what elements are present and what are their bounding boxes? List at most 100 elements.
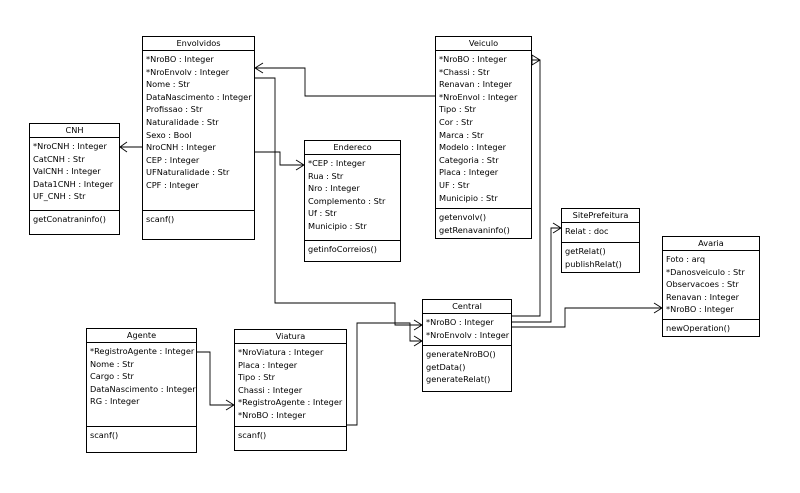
class-avaria[interactable]: Avaria Foto : arq *Danosveiculo : Str Ob… <box>662 236 760 337</box>
attribute: *Danosveiculo : Str <box>666 266 745 277</box>
attribute: *NroBO : Integer <box>666 304 734 315</box>
class-central[interactable]: Central *NroBO : Integer *NroEnvolv : In… <box>422 299 512 392</box>
operation-list: scanf() <box>87 427 196 444</box>
attribute: Profissao : Str <box>146 104 203 115</box>
attribute: DataNascimento : Integer <box>146 91 252 102</box>
operation: newOperation() <box>666 323 731 333</box>
class-name: Viatura <box>235 330 346 344</box>
attribute: Tipo : Str <box>238 372 275 383</box>
attribute: Categoria : Str <box>439 154 499 165</box>
attribute: Sexo : Bool <box>146 129 192 140</box>
attribute: Municipio : Str <box>308 220 367 231</box>
attribute: Cargo : Str <box>90 371 134 382</box>
association-veiculo-envolvidos <box>255 67 435 97</box>
class-name: Central <box>423 300 511 314</box>
attribute: CEP : Integer <box>146 154 200 165</box>
attribute: Rua : Str <box>308 170 344 181</box>
attribute-list: *NroBO : Integer *Chassi : Str Renavan :… <box>436 51 531 209</box>
attribute: NroCNH : Integer <box>146 142 216 153</box>
attribute: Placa : Integer <box>439 167 499 178</box>
association-envolvidos-endereco <box>255 151 304 166</box>
attribute: UF_CNH : Str <box>33 191 86 202</box>
class-envolvidos[interactable]: Envolvidos *NroBO : Integer *NroEnvolv :… <box>142 36 255 240</box>
attribute: Placa : Integer <box>238 359 298 370</box>
attribute: Cor : Str <box>439 116 473 127</box>
operation-list: scanf() <box>143 211 254 228</box>
class-veiculo[interactable]: Veiculo *NroBO : Integer *Chassi : Str R… <box>435 36 532 239</box>
attribute: *CEP : Integer <box>308 158 366 168</box>
attribute-list: *RegistroAgente : Integer Nome : Str Car… <box>87 343 196 427</box>
operation-list: getConatraninfo() <box>30 211 119 228</box>
attribute: *NroBO : Integer <box>146 54 214 64</box>
arrowhead-cnh <box>119 141 128 153</box>
attribute: CPF : Integer <box>146 179 199 190</box>
attribute: Data1CNH : Integer <box>33 178 114 189</box>
operation-list: getinfoCorreios() <box>305 241 400 258</box>
attribute: *NroCNH : Integer <box>33 141 107 151</box>
attribute-list: *NroBO : Integer *NroEnvolv : Integer No… <box>143 51 254 211</box>
class-name: Avaria <box>663 237 759 251</box>
attribute: UFNaturalidade : Str <box>146 167 230 178</box>
operation: publishRelat() <box>565 258 622 269</box>
class-endereco[interactable]: Endereco *CEP : Integer Rua : Str Nro : … <box>304 140 401 262</box>
operation-list: getenvolv() getRenavaninfo() <box>436 209 531 238</box>
attribute: *RegistroAgente : Integer <box>90 346 195 356</box>
arrowhead-veiculo <box>531 54 541 66</box>
class-name: Agente <box>87 329 196 343</box>
attribute: Municipio : Str <box>439 192 498 203</box>
attribute: Modelo : Integer <box>439 142 507 153</box>
attribute: RG : Integer <box>90 396 140 407</box>
class-name: Veiculo <box>436 37 531 51</box>
attribute: Uf : Str <box>308 208 337 219</box>
attribute: ValCNH : Integer <box>33 166 101 177</box>
operation-list: newOperation() <box>663 320 759 337</box>
attribute-list: Relat : doc <box>562 223 639 243</box>
operation-list: generateNroBO() getData() generateRelat(… <box>423 346 511 388</box>
class-viatura[interactable]: Viatura *NroViatura : Integer Placa : In… <box>234 329 347 451</box>
attribute-list: *NroCNH : Integer CatCNH : Str ValCNH : … <box>30 138 119 211</box>
attribute: Foto : arq <box>666 254 706 264</box>
attribute: Relat : doc <box>565 226 609 236</box>
class-name: Endereco <box>305 141 400 155</box>
operation: generateRelat() <box>426 374 491 385</box>
attribute: *NroEnvol : Integer <box>439 91 518 102</box>
operation-list: scanf() <box>235 427 346 444</box>
attribute: Renavan : Integer <box>439 79 513 90</box>
attribute: Naturalidade : Str <box>146 116 219 127</box>
class-name: Envolvidos <box>143 37 254 51</box>
attribute: Renavan : Integer <box>666 291 740 302</box>
class-siteprefeitura[interactable]: SitePrefeitura Relat : doc getRelat() pu… <box>561 208 640 273</box>
association-envolvidos-central <box>255 77 422 326</box>
attribute-list: *NroBO : Integer *NroEnvolv : Integer <box>423 314 511 346</box>
attribute: Nome : Str <box>146 79 190 90</box>
association-central-veiculo <box>512 59 541 317</box>
attribute: Tipo : Str <box>439 104 476 115</box>
attribute: Nro : Integer <box>308 183 360 194</box>
operation: scanf() <box>90 430 119 440</box>
attribute: UF : Str <box>439 179 470 190</box>
association-central-avaria <box>512 307 662 328</box>
operation: getinfoCorreios() <box>308 244 377 254</box>
operation: getenvolv() <box>439 212 487 222</box>
attribute: *NroViatura : Integer <box>238 347 324 357</box>
association-viatura-central <box>347 322 422 426</box>
association-agente-viatura <box>197 351 234 406</box>
attribute: DataNascimento : Integer <box>90 383 196 394</box>
attribute: Marca : Str <box>439 129 484 140</box>
attribute: Observacoes : Str <box>666 279 739 290</box>
operation: getData() <box>426 361 466 372</box>
class-cnh[interactable]: CNH *NroCNH : Integer CatCNH : Str ValCN… <box>29 123 120 235</box>
attribute: *RegistroAgente : Integer <box>238 397 343 408</box>
attribute: Chassi : Integer <box>238 384 303 395</box>
operation: getRenavaninfo() <box>439 224 510 235</box>
operation: scanf() <box>238 430 267 440</box>
attribute: *NroBO : Integer <box>238 409 306 420</box>
attribute: *NroBO : Integer <box>426 317 494 327</box>
attribute: CatCNH : Str <box>33 153 85 164</box>
class-agente[interactable]: Agente *RegistroAgente : Integer Nome : … <box>86 328 197 453</box>
attribute: Complemento : Str <box>308 195 386 206</box>
attribute: Nome : Str <box>90 358 134 369</box>
class-name: CNH <box>30 124 119 138</box>
arrowhead-envolvidos <box>254 62 264 74</box>
